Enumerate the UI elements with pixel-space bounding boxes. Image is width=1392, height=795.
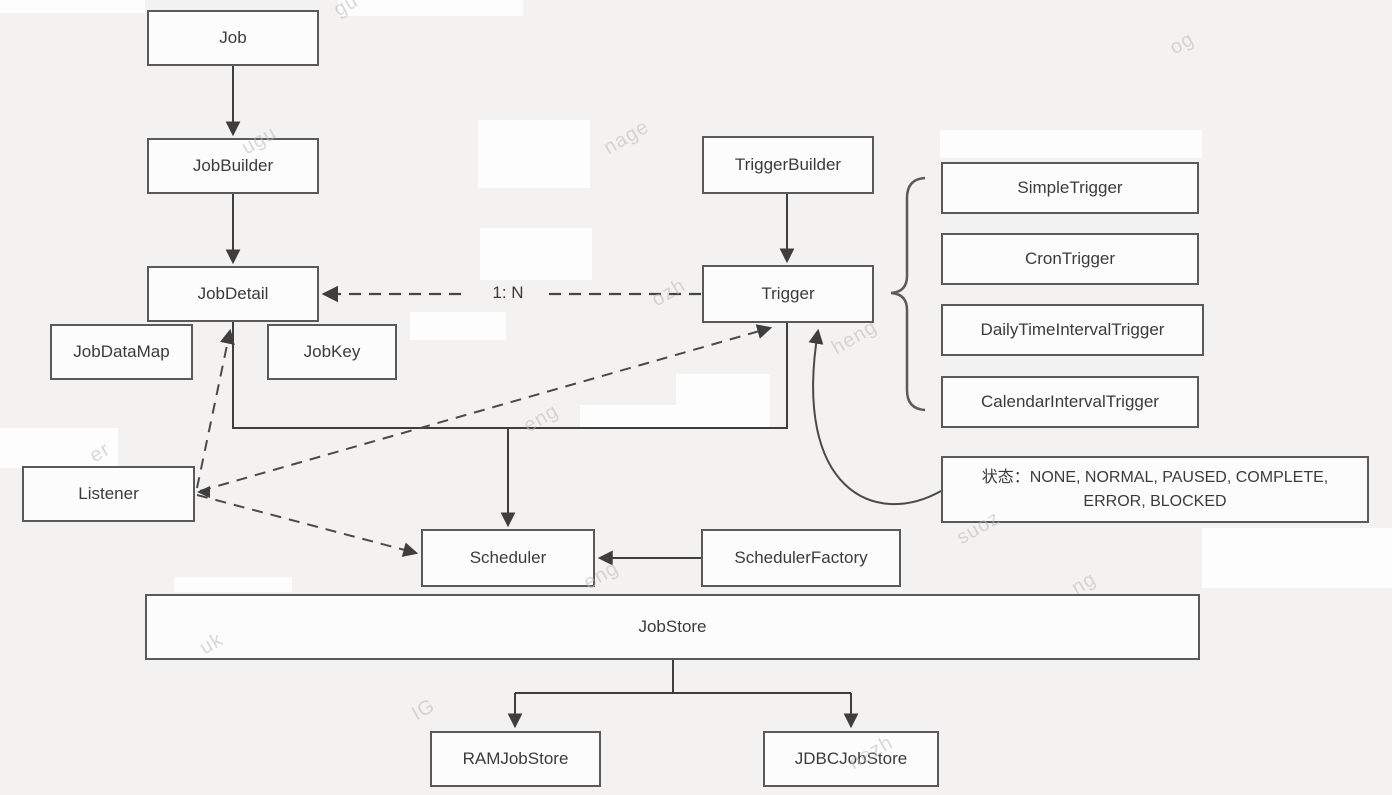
node-label: CalendarIntervalTrigger	[981, 392, 1159, 411]
node-simpletrigger: SimpleTrigger	[941, 162, 1199, 214]
node-trigger: Trigger	[702, 265, 874, 323]
edge-status-trigger-curve	[808, 328, 942, 505]
node-schedulerfactory: SchedulerFactory	[701, 529, 901, 587]
node-calendarintervaltrigger: CalendarIntervalTrigger	[941, 376, 1199, 428]
watermark-fragment: eng	[520, 399, 563, 438]
trigger-subtypes-brace	[890, 176, 926, 412]
edge-jobstore-split	[515, 660, 851, 694]
node-label: DailyTimeIntervalTrigger	[980, 320, 1165, 339]
node-label: JobKey	[303, 342, 361, 361]
node-label: JobDetail	[197, 284, 269, 303]
node-jdbcjobstore: JDBCJobStore	[763, 731, 939, 787]
watermark-fragment: IG	[408, 694, 440, 726]
status-line-2: ERROR, BLOCKED	[1083, 492, 1227, 510]
node-label: Listener	[78, 484, 139, 503]
node-label: Scheduler	[469, 548, 547, 567]
white-patch	[0, 0, 145, 13]
watermark-fragment: ozh	[648, 274, 690, 312]
node-jobbuilder: JobBuilder	[147, 138, 319, 194]
node-jobdatamap: JobDataMap	[50, 324, 193, 380]
node-label: SimpleTrigger	[1017, 178, 1123, 197]
node-label: JobBuilder	[192, 156, 274, 175]
node-jobdetail: JobDetail	[147, 266, 319, 322]
node-triggerbuilder: TriggerBuilder	[702, 136, 874, 194]
node-crontrigger: CronTrigger	[941, 233, 1199, 285]
node-label: SchedulerFactory	[734, 548, 868, 567]
white-patch	[338, 0, 523, 16]
white-patch	[174, 577, 292, 592]
node-label: Job	[219, 28, 247, 47]
node-scheduler: Scheduler	[421, 529, 595, 587]
white-patch	[478, 120, 590, 188]
white-patch	[410, 312, 506, 340]
white-patch	[940, 130, 1202, 158]
node-jobkey: JobKey	[267, 324, 397, 380]
node-label: TriggerBuilder	[734, 155, 842, 174]
watermark-fragment: og	[1166, 27, 1199, 60]
white-patch	[480, 228, 592, 280]
node-listener: Listener	[22, 466, 195, 522]
watermark-fragment: nage	[600, 115, 654, 160]
status-line-1: 状态：NONE, NORMAL, PAUSED, COMPLETE,	[981, 468, 1329, 486]
relation-label-1n: 1: N	[468, 283, 548, 303]
node-jobstore: JobStore	[145, 594, 1200, 660]
white-patch	[580, 405, 698, 427]
node-label: CronTrigger	[1024, 249, 1116, 268]
edge-listener-scheduler	[196, 494, 419, 557]
node-job: Job	[147, 10, 319, 66]
white-patch	[0, 428, 118, 468]
node-label: JDBCJobStore	[794, 749, 908, 768]
node-ramjobstore: RAMJobStore	[430, 731, 601, 787]
node-trigger-status-note: 状态：NONE, NORMAL, PAUSED, COMPLETE, ERROR…	[941, 456, 1369, 523]
node-label: Trigger	[761, 284, 815, 303]
listener-convergence-arrowhead	[197, 486, 210, 498]
edge-listener-jobdetail	[196, 328, 235, 489]
node-label: JobDataMap	[73, 342, 170, 361]
white-patch	[1202, 528, 1392, 588]
node-label: JobStore	[638, 617, 707, 636]
node-label: RAMJobStore	[462, 749, 569, 768]
node-dailytimeintervaltrigger: DailyTimeIntervalTrigger	[941, 304, 1204, 356]
